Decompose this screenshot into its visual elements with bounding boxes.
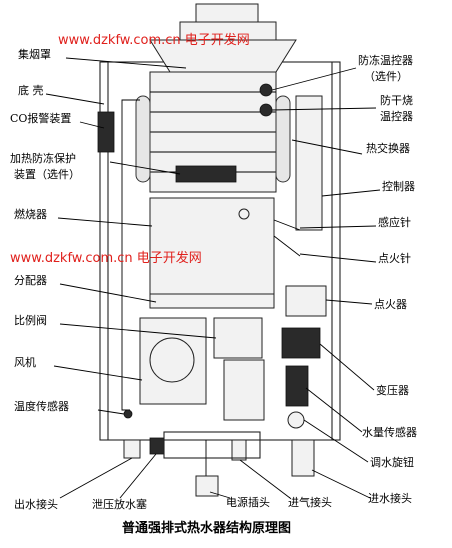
- sensing-needle: [273, 219, 301, 231]
- label-antifreeze-heater-line1: 加热防冻保护: [10, 151, 76, 165]
- label-dry-fire-thermostat-line1: 防干烧: [380, 93, 413, 107]
- co-alarm-device: [97, 111, 115, 153]
- flue-pipe: [195, 3, 259, 23]
- hot-water-pipe: [121, 99, 140, 411]
- label-bottom-shell: 底 壳: [18, 83, 44, 97]
- igniter-box: [285, 285, 327, 317]
- label-co-alarm: CO报警装置: [10, 111, 71, 125]
- transformer: [281, 327, 321, 359]
- label-gas-inlet: 进气接头: [288, 495, 332, 509]
- water-outlet-fitting: [123, 439, 141, 459]
- label-antifreeze-thermostat-line1: 防冻温控器: [358, 53, 413, 67]
- exchanger-bend-right: [275, 95, 291, 183]
- gas-valve-assembly: [223, 359, 265, 421]
- exchanger-bend-left: [135, 95, 151, 183]
- label-drain-plug: 泄压放水塞: [92, 497, 147, 511]
- fan-wheel: [149, 337, 195, 383]
- label-fan: 风机: [14, 355, 36, 369]
- watermark-top: www.dzkfw.com.cn 电子开发网: [58, 32, 250, 48]
- label-water-inlet: 进水接头: [368, 492, 412, 505]
- label-igniter: 点火器: [374, 298, 407, 311]
- label-adjust-knob: 调水旋钮: [370, 455, 414, 469]
- gas-distributor: [149, 293, 275, 309]
- label-heat-exchanger: 热交换器: [366, 141, 410, 155]
- label-controller: 控制器: [382, 179, 415, 193]
- label-transformer: 变压器: [376, 383, 409, 397]
- label-power-plug: 电源插头: [226, 495, 270, 509]
- adjust-knob: [287, 411, 305, 429]
- proportional-valve: [213, 317, 263, 359]
- label-dry-fire-thermostat-line2: 温控器: [380, 109, 413, 123]
- label-exhaust-hood: 集烟罩: [18, 47, 51, 61]
- gas-inlet-fitting: [231, 439, 247, 461]
- ignition-needle: [273, 235, 301, 257]
- water-inlet-fitting: [291, 439, 315, 477]
- label-burner: 燃烧器: [14, 207, 47, 221]
- antifreeze-thermostat: [259, 83, 273, 97]
- bottom-panel: [163, 431, 261, 459]
- power-plug: [195, 475, 219, 497]
- drain-plug: [149, 437, 165, 455]
- water-flow-sensor: [285, 365, 309, 407]
- label-antifreeze-thermostat-line2: （选件）: [364, 70, 408, 83]
- leader-lines: [45, 57, 381, 499]
- burner-box: [149, 197, 275, 295]
- temp-sensor-probe: [123, 409, 133, 419]
- antifreeze-heater-band: [175, 165, 237, 183]
- burner-sight-port: [238, 208, 250, 220]
- label-water-flow-sensor: 水量传感器: [362, 426, 417, 439]
- label-antifreeze-heater-line2: 装置（选件）: [14, 168, 80, 181]
- watermark-middle: www.dzkfw.com.cn 电子开发网: [10, 250, 202, 266]
- diagram-caption: 普通强排式热水器结构原理图: [122, 520, 291, 536]
- label-sensing-needle: 感应针: [378, 215, 411, 229]
- label-water-outlet: 出水接头: [14, 497, 58, 511]
- label-proportional-valve: 比例阀: [14, 313, 47, 327]
- controller-board: [295, 95, 323, 231]
- dry-fire-thermostat: [259, 103, 273, 117]
- label-temp-sensor: 温度传感器: [14, 399, 69, 413]
- label-ignition-needle: 点火针: [378, 251, 411, 265]
- label-distributor: 分配器: [14, 274, 47, 287]
